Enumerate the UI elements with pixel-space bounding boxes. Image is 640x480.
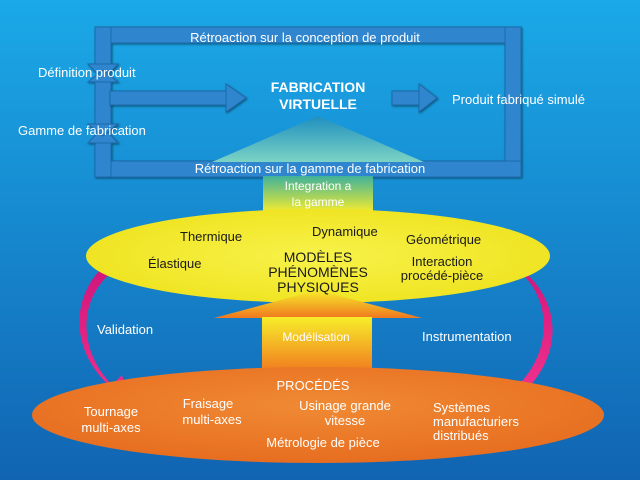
integration-arrowhead: [212, 116, 424, 162]
modelisation-box: [262, 317, 372, 373]
input-arrow: [109, 83, 247, 113]
models-title-line-2: PHÉNOMÈNES: [268, 264, 368, 280]
metrologie-label: Métrologie de pièce: [266, 435, 379, 450]
integration-line-2: la gamme: [292, 195, 345, 209]
procedes-title: PROCÉDÉS: [277, 378, 350, 393]
systemes-line-2: manufacturiers: [433, 414, 519, 429]
modelisation-label: Modélisation: [282, 330, 349, 344]
thermique-label: Thermique: [180, 229, 242, 244]
instrumentation-label: Instrumentation: [422, 329, 512, 344]
center-title-line-2: VIRTUELLE: [279, 96, 357, 112]
elastique-label: Élastique: [148, 256, 201, 271]
usinage-line-1: Usinage grande: [299, 398, 391, 413]
interaction-line-1: Interaction: [412, 254, 473, 269]
models-ellipse: [86, 209, 550, 303]
output-arrow: [391, 82, 438, 114]
systemes-line-3: distribués: [433, 428, 489, 443]
validation-label: Validation: [97, 322, 153, 337]
modelisation-arrowhead: [214, 290, 422, 318]
systemes-line-1: Systèmes: [433, 400, 491, 415]
integration-box: [263, 176, 373, 212]
procedes-ellipse: [32, 367, 604, 463]
geometrique-label: Géométrique: [406, 232, 481, 247]
models-title-line-1: MODÈLES: [284, 249, 352, 265]
dynamique-label: Dynamique: [312, 224, 378, 239]
center-title-line-1: FABRICATION: [271, 79, 366, 95]
definition-label: Définition produit: [38, 65, 136, 80]
feedback-loop-frame: [86, 26, 522, 178]
tournage-line-1: Tournage: [84, 404, 138, 419]
gamme-label: Gamme de fabrication: [18, 123, 146, 138]
feedback-top-label: Rétroaction sur la conception de produit: [190, 30, 420, 45]
fraisage-line-1: Fraisage: [183, 396, 234, 411]
interaction-line-2: procédé-pièce: [401, 268, 483, 283]
output-label: Produit fabriqué simulé: [452, 92, 585, 107]
models-title-line-3: PHYSIQUES: [277, 279, 359, 295]
instrumentation-arrow: [506, 258, 553, 390]
integration-line-1: Integration a: [285, 179, 352, 193]
feedback-bottom-label: Rétroaction sur la gamme de fabrication: [195, 161, 426, 176]
validation-arrow: [79, 266, 128, 398]
fraisage-line-2: multi-axes: [182, 412, 242, 427]
tournage-line-2: multi-axes: [81, 420, 141, 435]
usinage-line-2: vitesse: [325, 413, 365, 428]
